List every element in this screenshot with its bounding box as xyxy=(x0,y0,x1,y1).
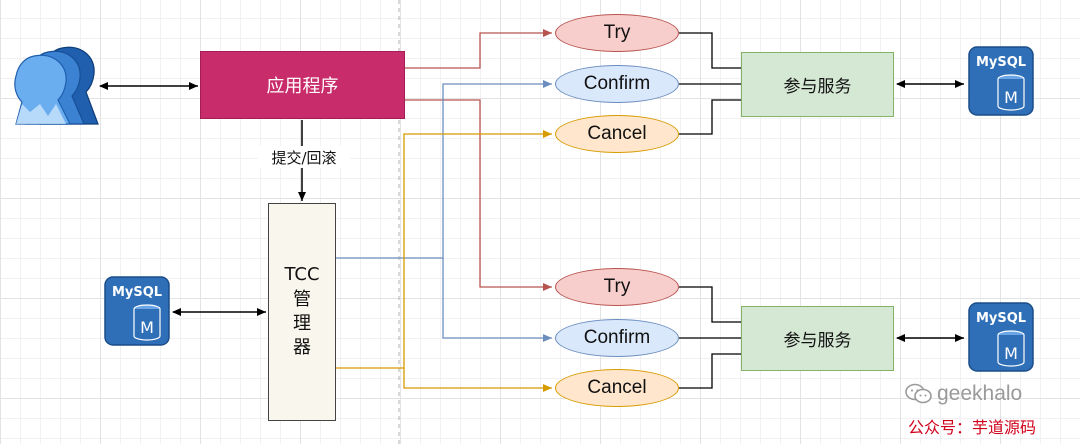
wechat-icon xyxy=(905,383,932,404)
watermark-brand-text: geekhalo xyxy=(937,382,1023,405)
edge-try-service1 xyxy=(679,32,741,69)
app-node[interactable]: 应用程序 xyxy=(200,51,405,119)
mysql-database-icon-service-bottom: MySQL M xyxy=(968,302,1034,372)
mysql-badge: M xyxy=(1004,88,1018,107)
edge-tcc-cancel-bottom xyxy=(403,368,552,392)
service-label: 参与服务 xyxy=(783,77,852,97)
mysql-database-icon-tcc: MySQL M xyxy=(104,276,170,346)
tcc-label-line-3: 理 xyxy=(293,313,311,334)
confirm-label: Confirm xyxy=(583,327,651,348)
edge-try-service2 xyxy=(679,286,741,323)
watermark-account: 公众号：芋道源码 xyxy=(908,418,1037,437)
service-label: 参与服务 xyxy=(783,331,852,351)
cancel-node-top[interactable]: Cancel xyxy=(555,115,679,153)
mysql-database-icon-service-top: MySQL M xyxy=(968,46,1034,116)
mysql-text: MySQL xyxy=(976,311,1026,326)
try-node-bottom[interactable]: Try xyxy=(555,268,679,306)
participant-service-top[interactable]: 参与服务 xyxy=(741,52,894,117)
mysql-text: MySQL xyxy=(976,55,1026,70)
tcc-label-line-4: 器 xyxy=(293,337,311,359)
edge-cancel-service1 xyxy=(679,99,741,135)
cancel-label: Cancel xyxy=(587,123,647,144)
try-label: Try xyxy=(603,276,631,297)
cancel-label: Cancel xyxy=(587,377,647,398)
cancel-node-bottom[interactable]: Cancel xyxy=(555,369,679,407)
commit-rollback-label: 提交/回滚 xyxy=(258,146,350,168)
edge-app-try-top xyxy=(405,29,552,69)
tcc-label-line-2: 管 xyxy=(293,288,311,310)
try-node-top[interactable]: Try xyxy=(555,14,679,52)
mysql-badge: M xyxy=(1004,344,1018,363)
users-group-icon xyxy=(14,46,99,125)
edge-cancel-service2 xyxy=(679,353,741,389)
watermark-brand: geekhalo xyxy=(905,382,1022,406)
try-label: Try xyxy=(603,22,631,43)
app-node-label: 应用程序 xyxy=(266,76,339,97)
tcc-label-line-1: TCC xyxy=(284,264,320,286)
tcc-manager-node[interactable]: TCC 管 理 器 xyxy=(268,203,336,421)
confirm-node-bottom[interactable]: Confirm xyxy=(555,319,679,357)
edge-tcc-confirm-bottom xyxy=(442,258,552,342)
edge-tcc-cancel-top xyxy=(336,130,552,369)
mysql-text: MySQL xyxy=(112,285,162,300)
mysql-badge: M xyxy=(140,318,154,337)
edge-app-try-bottom xyxy=(405,99,552,291)
edge-tcc-confirm-top xyxy=(336,80,552,259)
confirm-label: Confirm xyxy=(583,73,651,94)
participant-service-bottom[interactable]: 参与服务 xyxy=(741,306,894,371)
confirm-node-top[interactable]: Confirm xyxy=(555,65,679,103)
